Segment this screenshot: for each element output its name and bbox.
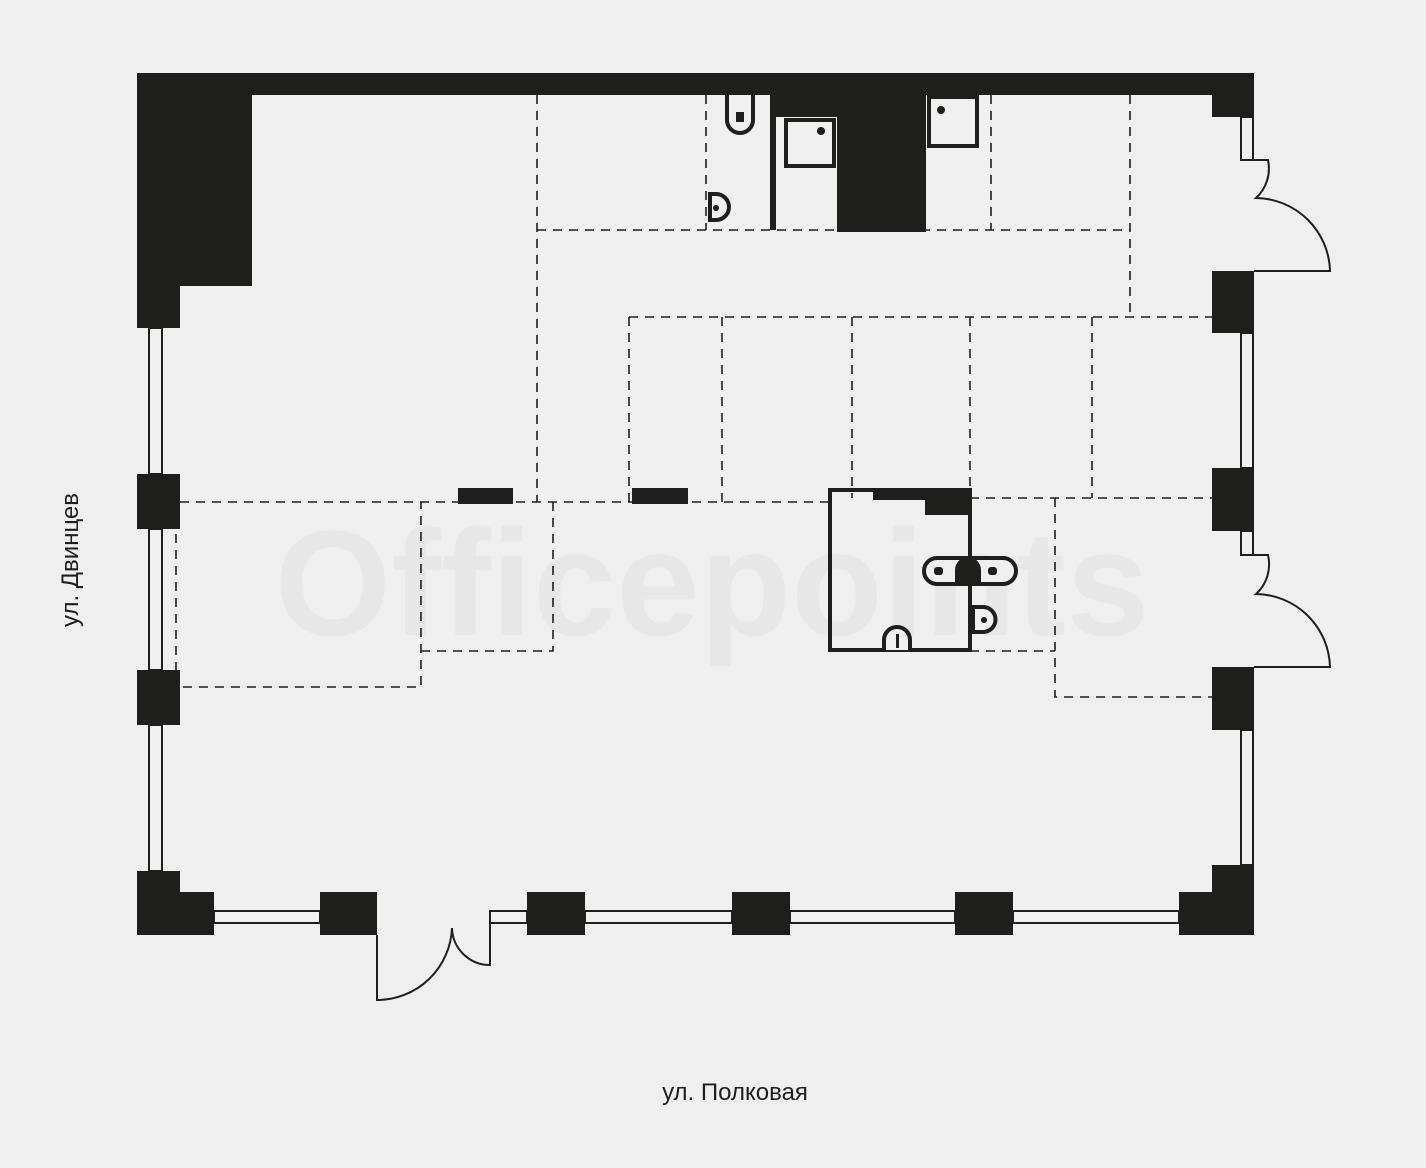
shower-icon xyxy=(784,118,836,168)
restroom-top xyxy=(708,95,979,222)
doors xyxy=(376,159,1332,1002)
shower-icon xyxy=(927,95,979,148)
sink-icon xyxy=(708,192,731,222)
street-label-left: ул. Двинцев xyxy=(57,493,84,627)
walls xyxy=(137,73,1254,935)
restroom-center xyxy=(828,488,1018,652)
street-label-bottom: ул. Полковая xyxy=(662,1079,808,1106)
partition-lines xyxy=(175,95,1212,698)
watermark: Officepoints xyxy=(274,499,1149,667)
